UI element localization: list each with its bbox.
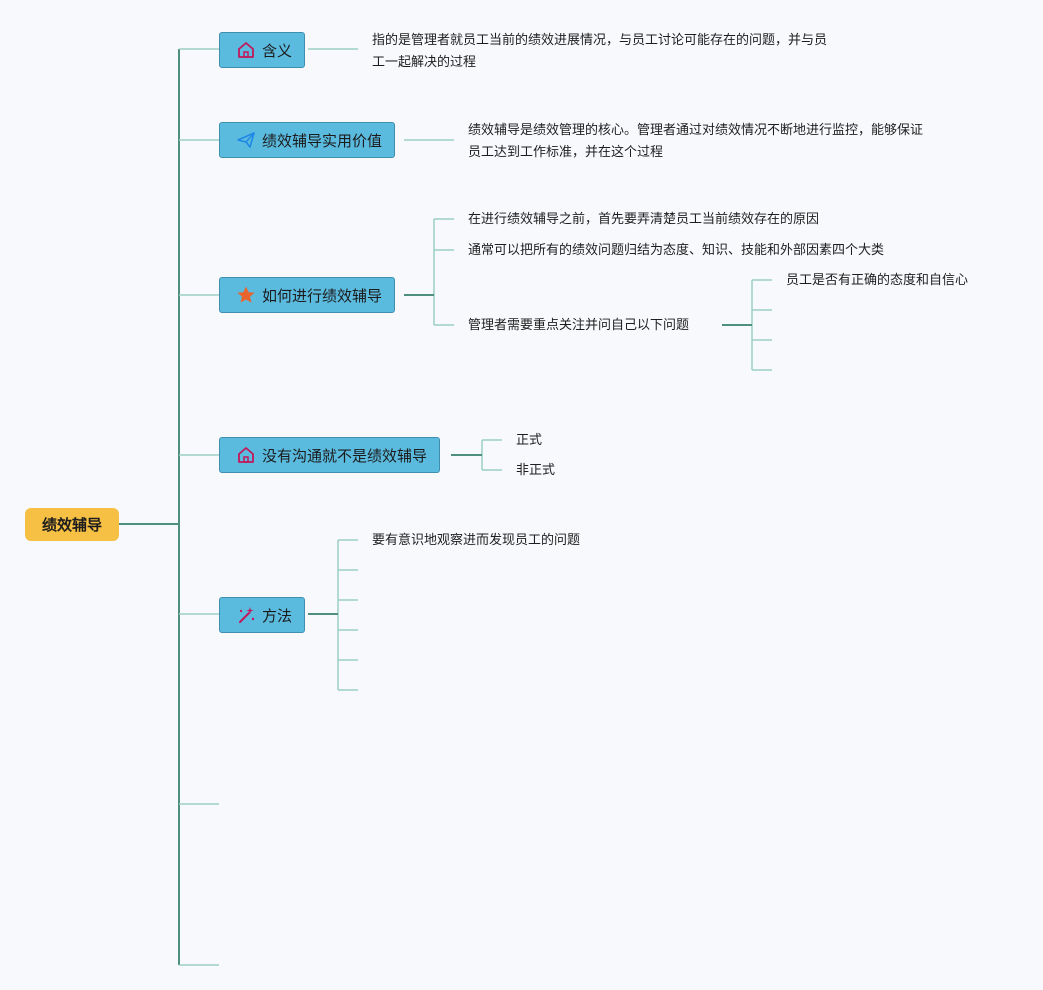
value-line-2: 员工达到工作标准，并在这个过程 bbox=[468, 145, 664, 160]
method-item-1[interactable]: 要有意识地观察进而发现员工的问题 bbox=[372, 533, 581, 548]
how-item-3[interactable]: 管理者需要重点关注并问自己以下问题 bbox=[468, 318, 690, 333]
value-text[interactable]: 绩效辅导是绩效管理的核心。管理者通过对绩效情况不断地进行监控，能够保证 员工达到… bbox=[468, 120, 923, 164]
communication-informal[interactable]: 非正式 bbox=[516, 463, 556, 478]
topic-how[interactable]: 如何进行绩效辅导 bbox=[219, 277, 396, 313]
communication-formal[interactable]: 正式 bbox=[516, 433, 543, 448]
root-topic[interactable]: 绩效辅导 bbox=[25, 508, 119, 541]
paper-plane-icon bbox=[236, 130, 256, 150]
meaning-line-1: 指的是管理者就员工当前的绩效进展情况，与员工讨论可能存在的问题，并与员 bbox=[372, 33, 828, 48]
how-item-1[interactable]: 在进行绩效辅导之前，首先要弄清楚员工当前绩效存在的原因 bbox=[468, 212, 820, 227]
topic-meaning[interactable]: 含义 bbox=[219, 32, 306, 68]
topic-label: 方法 bbox=[262, 606, 293, 625]
house-icon bbox=[236, 445, 256, 465]
house-icon bbox=[236, 40, 256, 60]
topic-value[interactable]: 绩效辅导实用价值 bbox=[219, 122, 396, 158]
question-item-1[interactable]: 员工是否有正确的态度和自信心 bbox=[786, 273, 969, 288]
how-item-2[interactable]: 通常可以把所有的绩效问题归结为态度、知识、技能和外部因素四个大类 bbox=[468, 243, 885, 258]
root-label: 绩效辅导 bbox=[41, 516, 102, 534]
topic-label: 如何进行绩效辅导 bbox=[262, 286, 383, 305]
meaning-line-2: 工一起解决的过程 bbox=[372, 55, 477, 70]
value-line-1: 绩效辅导是绩效管理的核心。管理者通过对绩效情况不断地进行监控，能够保证 bbox=[468, 123, 924, 138]
topic-methods[interactable]: 方法 bbox=[219, 597, 306, 633]
magic-wand-icon bbox=[236, 605, 256, 625]
star-icon bbox=[236, 285, 256, 305]
topic-label: 绩效辅导实用价值 bbox=[262, 131, 383, 150]
topic-label: 含义 bbox=[262, 41, 293, 60]
meaning-text[interactable]: 指的是管理者就员工当前的绩效进展情况，与员工讨论可能存在的问题，并与员 工一起解… bbox=[372, 30, 827, 74]
topic-communication[interactable]: 没有沟通就不是绩效辅导 bbox=[219, 437, 441, 473]
topic-label: 没有沟通就不是绩效辅导 bbox=[262, 446, 428, 465]
